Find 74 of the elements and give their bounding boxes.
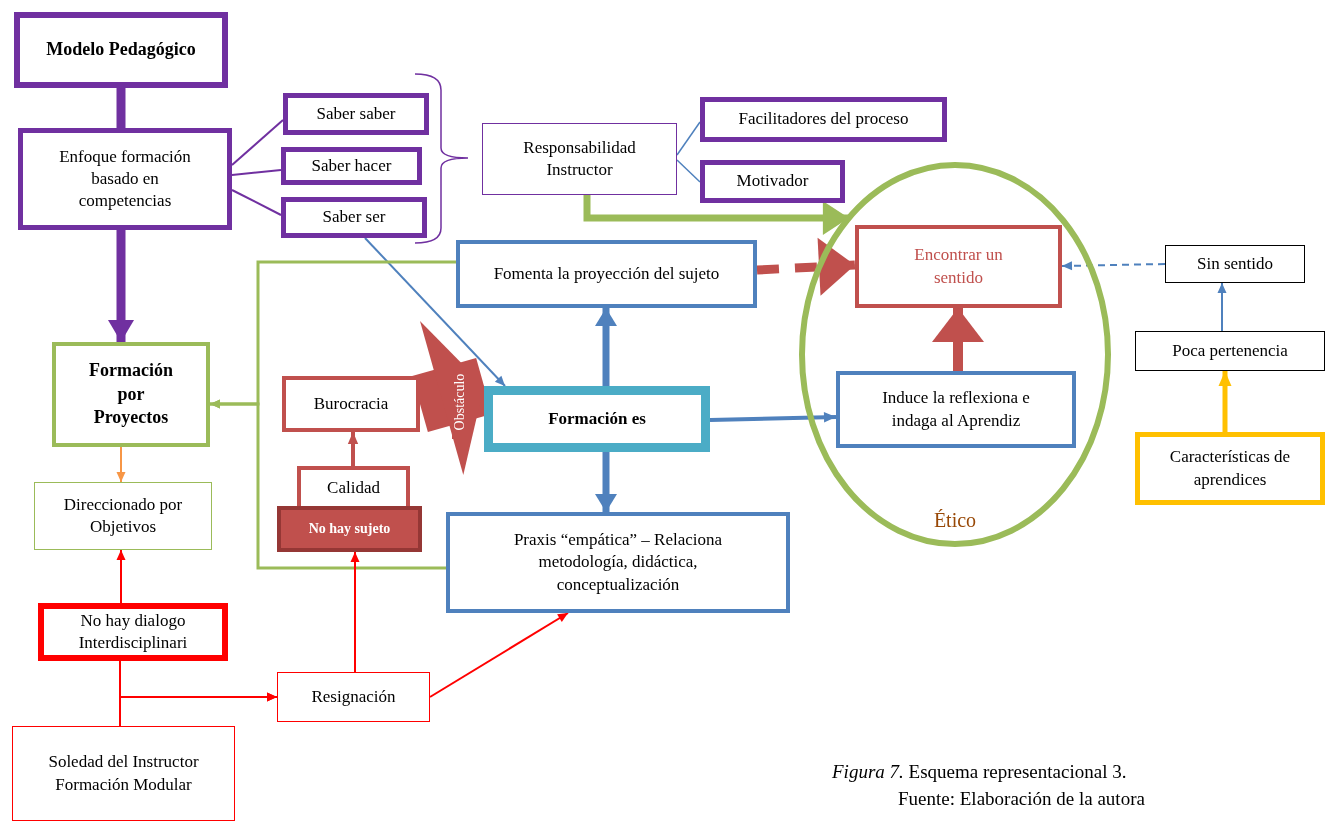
process-box	[277, 506, 422, 552]
process-box	[18, 128, 232, 230]
arrow	[210, 399, 446, 570]
process-box	[700, 97, 947, 142]
arrow	[364, 237, 506, 387]
node-text: Ético	[933, 508, 977, 533]
process-box	[281, 197, 427, 238]
arrow	[119, 692, 278, 727]
process-box	[446, 512, 790, 613]
process-box	[1165, 245, 1305, 283]
arrow	[116, 549, 126, 604]
process-box	[1135, 331, 1325, 371]
process-box	[34, 482, 212, 550]
node-text: Poca pertenencia	[1172, 339, 1288, 362]
process-box	[836, 371, 1076, 448]
process-box	[281, 147, 422, 185]
process-box	[12, 726, 235, 821]
connector-line	[231, 189, 282, 216]
arrow	[583, 195, 849, 235]
process-box	[283, 93, 429, 135]
arrow	[595, 452, 617, 512]
node-text: Enfoque formación basado en competencias	[58, 145, 192, 213]
node-text: Resignación	[311, 685, 396, 708]
arrow	[932, 308, 984, 371]
arrow	[116, 446, 126, 483]
arrow	[709, 412, 837, 423]
node-text: Direccionado por Objetivos	[62, 493, 184, 538]
process-box	[700, 160, 845, 203]
process-box	[282, 376, 420, 432]
node-text: Características de aprendices	[1168, 446, 1292, 491]
arrow	[756, 237, 856, 296]
arrow	[108, 230, 134, 342]
process-box	[14, 12, 228, 88]
arrow	[1218, 371, 1232, 432]
process-box	[277, 672, 430, 722]
process-box	[456, 240, 757, 308]
node-text: Calidad	[327, 476, 380, 499]
node-text: Responsabilidad Instructor	[522, 136, 637, 181]
process-box	[855, 225, 1062, 308]
process-box	[52, 342, 210, 447]
node-text: Motivador	[736, 170, 809, 193]
arrow	[595, 308, 617, 386]
node-text: No hay sujeto	[308, 519, 391, 538]
process-box	[482, 123, 677, 195]
arrow	[1217, 282, 1227, 332]
arrow	[350, 551, 360, 673]
node-text: Formación por Proyectos	[88, 359, 174, 430]
source-note: Fuente: Elaboración de la autora	[898, 788, 1145, 810]
node-text: Induce la reflexiona e indaga al Aprendiz	[881, 387, 1031, 432]
connector-line	[676, 121, 701, 156]
node-text: Burocracia	[313, 392, 389, 415]
node-text: Sin sentido	[1196, 252, 1273, 275]
arrow	[347, 432, 359, 466]
node-text: Modelo Pedagógico	[46, 38, 196, 62]
node-text: Saber ser	[322, 206, 386, 229]
connector-line	[231, 119, 284, 166]
arrow	[429, 612, 569, 698]
node-text: Formación es	[548, 407, 646, 430]
node-text: Facilitadores del proceso	[738, 108, 909, 131]
node-text: Soledad del Instructor Formación Modular	[47, 751, 200, 796]
connector-line	[116, 88, 126, 128]
node-text: Saber saber	[316, 102, 396, 125]
process-box	[1135, 432, 1325, 505]
connector-line	[676, 159, 701, 183]
process-box	[484, 386, 710, 452]
arrow	[1061, 261, 1166, 271]
process-box	[38, 603, 228, 661]
caption: Figura 7. Esquema representacional 3.	[832, 761, 1127, 783]
connector-line	[231, 169, 282, 176]
node-text: No hay dialogo Interdisciplinari	[77, 609, 189, 654]
node-text: Encontrar un sentido	[913, 244, 1004, 289]
node-text: Fomenta la proyección del sujeto	[493, 262, 720, 285]
node-text: Saber hacer	[311, 154, 392, 177]
node-text: Praxis “empática” – Relaciona metodología, didáctica, conceptualización	[512, 529, 724, 596]
